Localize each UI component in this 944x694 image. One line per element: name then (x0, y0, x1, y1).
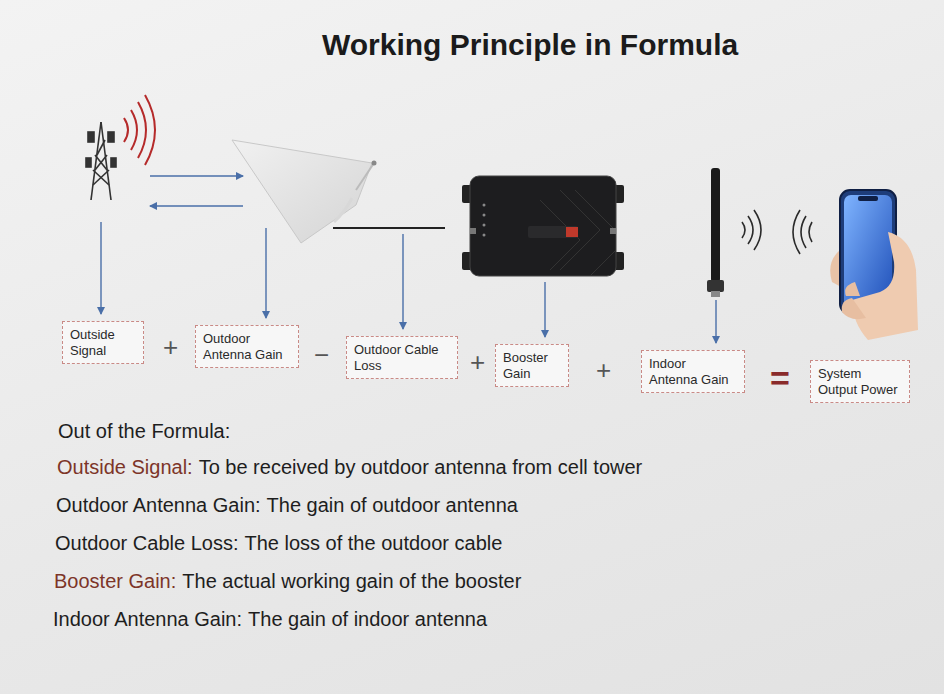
leader-arrow (544, 282, 545, 337)
formula-box: Outdoor Antenna Gain (195, 325, 299, 368)
box-text: System Output Power (818, 366, 902, 397)
downlink-arrow (150, 205, 243, 206)
section-heading: Out of the Formula: (58, 420, 230, 443)
definition-line: Indoor Antenna Gain: The gain of indoor a… (53, 608, 487, 631)
outdoor-cable (333, 227, 445, 229)
definition-text: The actual working gain of the booster (182, 570, 521, 592)
formula-box: Outdoor Cable Loss (346, 336, 458, 379)
definition-term: Outdoor Cable Loss: (55, 532, 238, 554)
diagram-title: Working Principle in Formula (322, 28, 738, 62)
leader-arrow (402, 234, 403, 329)
box-text: Outdoor Antenna Gain (203, 331, 291, 362)
definition-line: Outdoor Antenna Gain: The gain of outdoor… (56, 494, 518, 517)
definition-text: The gain of indoor antenna (248, 608, 487, 630)
definition-term: Booster Gain: (54, 570, 176, 592)
booster (462, 176, 624, 276)
box-text: Booster Gain (503, 350, 561, 381)
definition-line: Outdoor Cable Loss: The loss of the outdo… (55, 532, 502, 555)
uplink-arrow (150, 175, 243, 176)
leader-arrow (715, 300, 716, 343)
leader-arrow (100, 222, 101, 314)
cell-tower (86, 122, 116, 200)
equals-sign: = (770, 361, 790, 395)
operator-sign: + (163, 334, 178, 360)
definition-line: Booster Gain: The actual working gain of … (54, 570, 521, 593)
box-text: Outdoor Cable Loss (354, 342, 450, 373)
definition-term: Indoor Antenna Gain: (53, 608, 242, 630)
formula-box: Indoor Antenna Gain (641, 350, 745, 393)
box-text: Indoor Antenna Gain (649, 356, 737, 387)
operator-sign: − (314, 342, 329, 368)
definition-text: The loss of the outdoor cable (244, 532, 502, 554)
operator-sign: + (596, 357, 611, 383)
operator-sign: + (470, 349, 485, 375)
definition-line: Outside Signal: To be received by outdoor… (57, 456, 642, 479)
definition-text: The gain of outdoor antenna (267, 494, 518, 516)
signal-waves (742, 210, 812, 254)
signal-waves (124, 95, 155, 165)
formula-box: Outside Signal (62, 321, 144, 364)
definition-text: To be received by outdoor antenna from c… (199, 456, 643, 478)
phone (830, 190, 918, 340)
formula-box: Booster Gain (495, 344, 569, 387)
definition-term: Outdoor Antenna Gain: (56, 494, 261, 516)
box-text: Outside Signal (70, 327, 136, 358)
indoor-antenna (707, 168, 724, 297)
formula-box: System Output Power (810, 360, 910, 403)
leader-arrow (265, 228, 266, 318)
definition-term: Outside Signal: (57, 456, 193, 478)
